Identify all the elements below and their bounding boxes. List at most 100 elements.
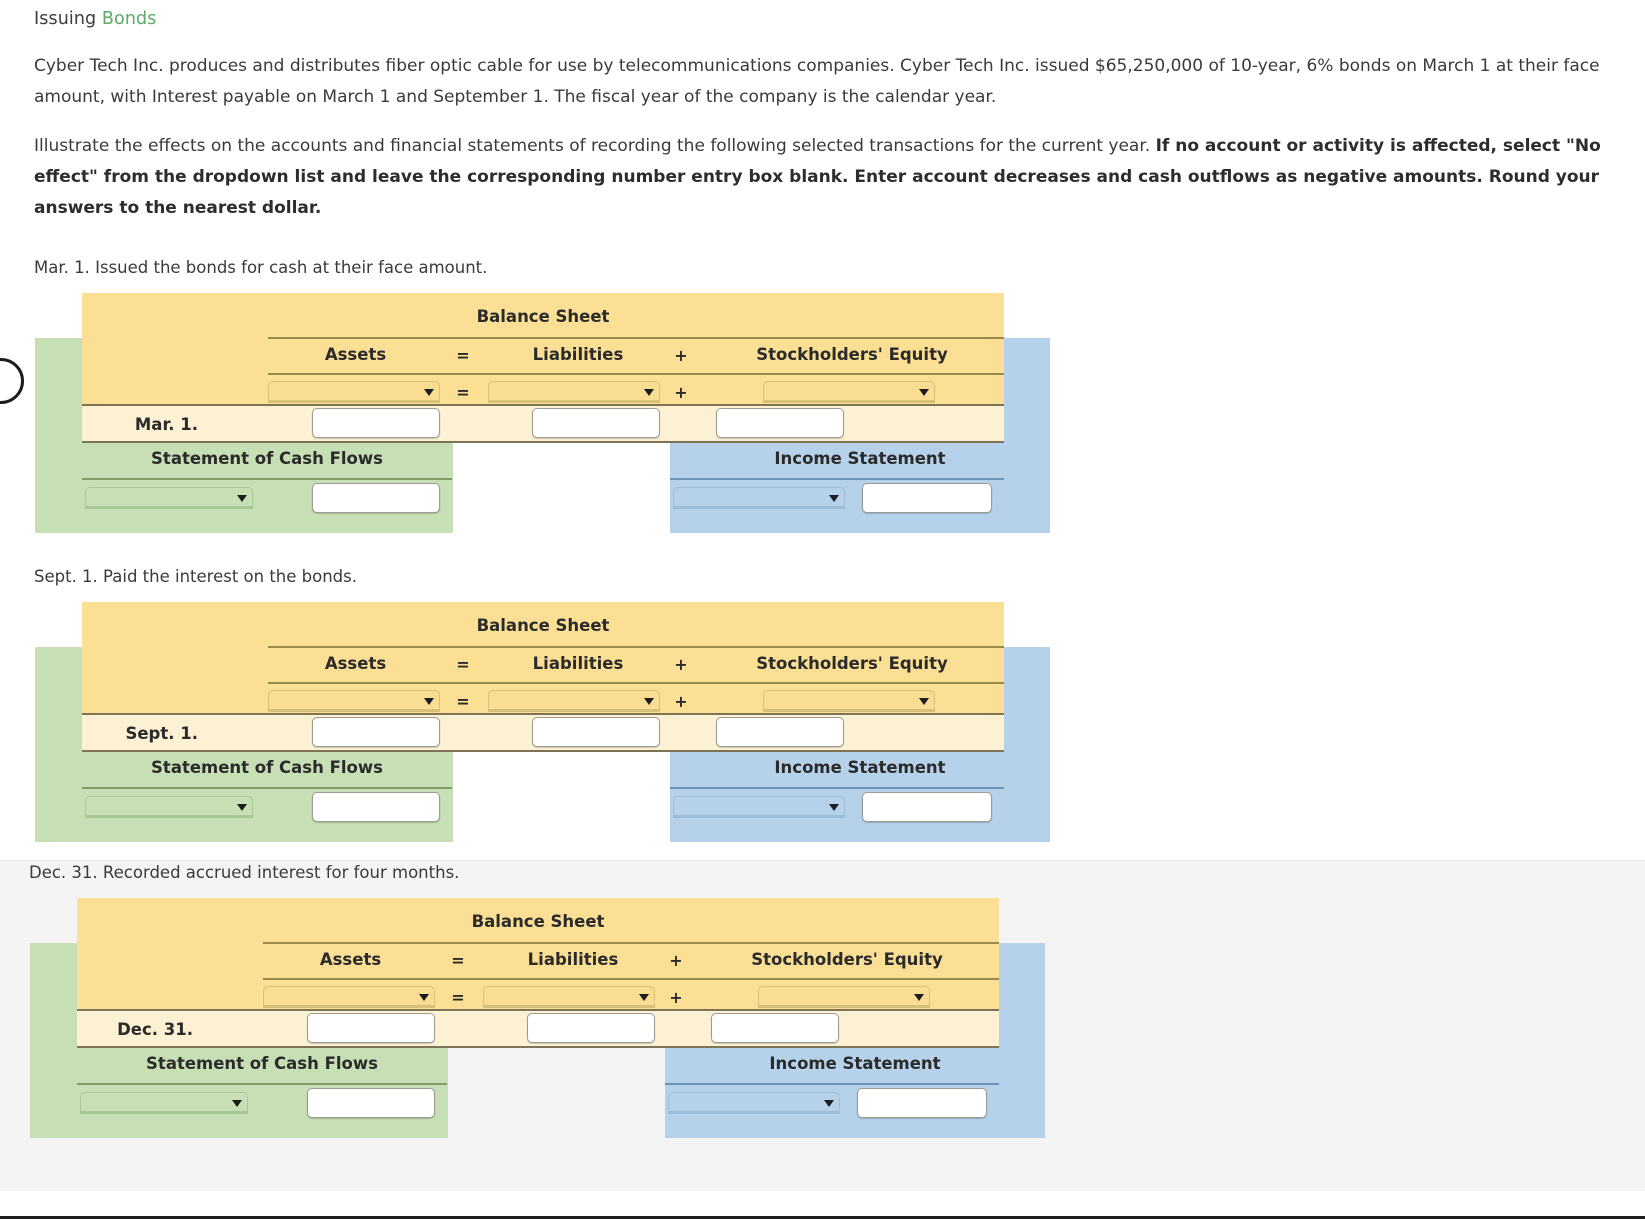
cash-flows-underline [77, 1083, 447, 1085]
liabilities-header: Liabilities [532, 654, 624, 673]
equity-account-select[interactable] [763, 690, 935, 712]
statement-of-cash-flows-header: Statement of Cash Flows [151, 758, 383, 777]
plus-operator-header: + [674, 655, 688, 674]
date-row-bottom-rule [77, 1046, 999, 1048]
plus-operator-row: + [674, 383, 688, 402]
assets-account-select[interactable] [268, 690, 440, 712]
income-statement-account-select[interactable] [673, 487, 845, 509]
income-statement-amount-input[interactable] [857, 1088, 987, 1118]
equity-account-select[interactable] [758, 986, 930, 1008]
equity-account-select[interactable] [763, 381, 935, 403]
chevron-down-icon [644, 389, 654, 396]
page-title: Issuing Bonds [34, 0, 1611, 33]
chevron-down-icon [424, 698, 434, 705]
liabilities-header: Liabilities [527, 950, 619, 969]
intro-section: Issuing Bonds Cyber Tech Inc. produces a… [0, 0, 1645, 224]
equity-amount-input[interactable] [716, 408, 844, 438]
cash-flows-underline [82, 787, 452, 789]
cash-flow-activity-select[interactable] [85, 487, 253, 509]
page-title-accent: Bonds [101, 9, 157, 29]
cash-flow-amount-input[interactable] [312, 792, 440, 822]
income-statement-underline [670, 478, 1004, 480]
balance-sheet-underline [263, 942, 999, 944]
chevron-down-icon [424, 389, 434, 396]
chevron-down-icon [919, 389, 929, 396]
chevron-down-icon [237, 804, 247, 811]
chevron-down-icon [919, 698, 929, 705]
assets-header: Assets [319, 950, 382, 969]
liabilities-amount-input[interactable] [527, 1013, 655, 1043]
transaction-date-label: Dec. 31. [117, 1020, 193, 1039]
transaction-date-label: Sept. 1. [125, 724, 198, 743]
assets-amount-input[interactable] [312, 408, 440, 438]
date-row-bottom-rule [82, 750, 1004, 752]
chevron-down-icon [914, 994, 924, 1001]
income-statement-account-select[interactable] [668, 1092, 840, 1114]
transaction-caption: Sept. 1. Paid the interest on the bonds. [34, 567, 357, 586]
balance-sheet-header: Balance Sheet [471, 912, 605, 931]
date-row-top-rule [77, 1009, 999, 1011]
cash-flow-amount-input[interactable] [307, 1088, 435, 1118]
stockholders-equity-header: Stockholders' Equity [751, 950, 943, 969]
cash-flow-amount-input[interactable] [312, 483, 440, 513]
income-statement-amount-input[interactable] [862, 792, 992, 822]
chevron-down-icon [232, 1100, 242, 1107]
liabilities-account-select[interactable] [488, 381, 660, 403]
transaction-date-label: Mar. 1. [134, 415, 198, 434]
cash-flow-activity-select[interactable] [80, 1092, 248, 1114]
plus-operator-header: + [669, 951, 683, 970]
chevron-down-icon [644, 698, 654, 705]
income-statement-header: Income Statement [774, 758, 946, 777]
stockholders-equity-header: Stockholders' Equity [756, 654, 948, 673]
liabilities-account-select[interactable] [483, 986, 655, 1008]
column-headers-underline [268, 682, 1004, 684]
balance-sheet-header: Balance Sheet [476, 616, 610, 635]
equity-amount-input[interactable] [711, 1013, 839, 1043]
income-statement-account-select[interactable] [673, 796, 845, 818]
equals-operator-header: = [456, 655, 470, 674]
assets-header: Assets [324, 654, 387, 673]
equals-operator-header: = [456, 346, 470, 365]
income-statement-amount-input[interactable] [862, 483, 992, 513]
column-headers-underline [263, 978, 999, 980]
assets-amount-input[interactable] [307, 1013, 435, 1043]
chevron-down-icon [829, 495, 839, 502]
equals-operator-row: = [451, 988, 465, 1007]
balance-sheet-underline [268, 337, 1004, 339]
income-statement-header: Income Statement [769, 1054, 941, 1073]
plus-operator-header: + [674, 346, 688, 365]
income-statement-underline [665, 1083, 999, 1085]
liabilities-header: Liabilities [532, 345, 624, 364]
chevron-down-icon [237, 495, 247, 502]
liabilities-amount-input[interactable] [532, 408, 660, 438]
equity-amount-input[interactable] [716, 717, 844, 747]
chevron-down-icon [824, 1100, 834, 1107]
plus-operator-row: + [669, 988, 683, 1007]
chevron-down-icon [639, 994, 649, 1001]
page-title-lead: Issuing [34, 9, 97, 29]
liabilities-amount-input[interactable] [532, 717, 660, 747]
stockholders-equity-header: Stockholders' Equity [756, 345, 948, 364]
assets-amount-input[interactable] [312, 717, 440, 747]
assets-header: Assets [324, 345, 387, 364]
liabilities-account-select[interactable] [488, 690, 660, 712]
income-statement-header: Income Statement [774, 449, 946, 468]
assets-account-select[interactable] [268, 381, 440, 403]
transaction-caption: Dec. 31. Recorded accrued interest for f… [29, 863, 460, 882]
intro-paragraph-1: Cyber Tech Inc. produces and distributes… [34, 56, 1600, 107]
equals-operator-header: = [451, 951, 465, 970]
statement-of-cash-flows-header: Statement of Cash Flows [146, 1054, 378, 1073]
balance-sheet-underline [268, 646, 1004, 648]
assets-account-select[interactable] [263, 986, 435, 1008]
plus-operator-row: + [674, 692, 688, 711]
page-bottom-rule [0, 1216, 1645, 1219]
cash-flow-activity-select[interactable] [85, 796, 253, 818]
equals-operator-row: = [456, 383, 470, 402]
date-row-top-rule [82, 713, 1004, 715]
intro-paragraph-2: Illustrate the effects on the accounts a… [34, 131, 1611, 224]
cash-flows-underline [82, 478, 452, 480]
